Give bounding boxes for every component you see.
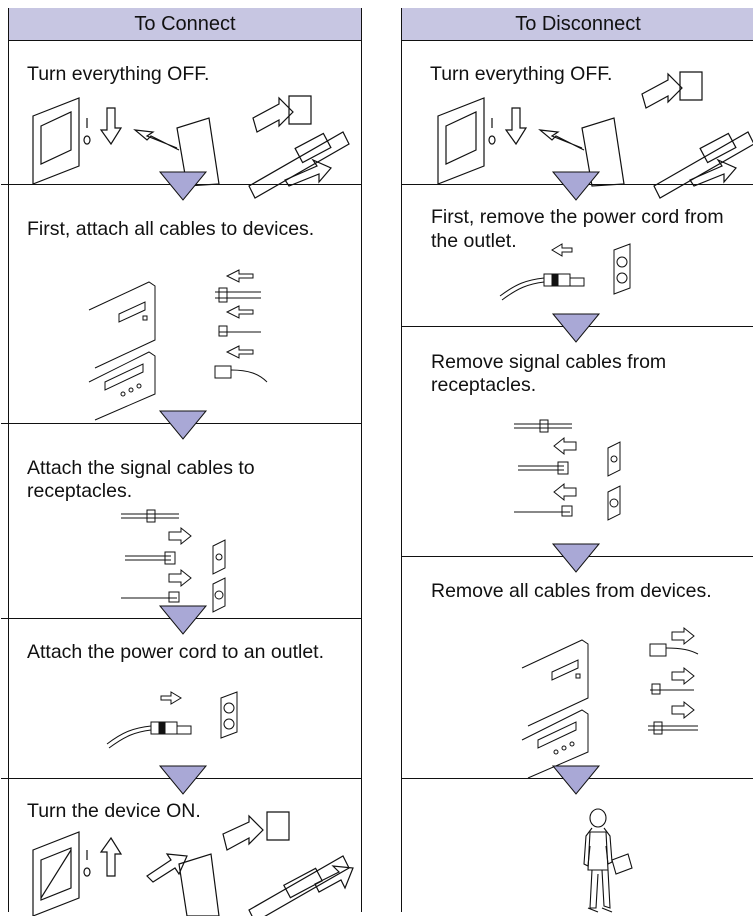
connect-step-2-text: First, attach all cables to devices. [27,218,315,240]
down-arrow-icon [551,171,601,201]
signal-cables-illustration [121,506,241,606]
down-arrow-icon [551,543,601,573]
switch-on-illustration [27,820,357,916]
disconnect-column: To Disconnect Turn everything OFF. First… [401,8,753,912]
down-arrow-icon [158,171,208,201]
disconnect-step-3-text-line2: receptacles. [431,374,537,396]
power-cord-illustration [107,692,257,762]
power-cord-illustration [500,244,650,304]
connect-header: To Connect [9,8,361,41]
disconnect-header: To Disconnect [402,8,753,41]
connect-step-3-text-line1: Attach the signal cables to [27,457,255,479]
down-arrow-icon [551,765,601,795]
disconnect-step-2-text-line1: First, remove the power cord from [431,206,724,228]
devices-cables-illustration [522,618,722,768]
down-arrow-icon [158,605,208,635]
connect-step-1-text: Turn everything OFF. [27,63,210,85]
devices-cables-illustration [89,270,289,420]
switch-off-illustration [432,76,753,176]
connect-column: To Connect Turn everything OFF. First, a… [1,8,362,912]
person-walking-away-icon [572,808,642,916]
disconnect-step-2-text-line2: the outlet. [431,230,517,252]
connect-step-3-text-line2: receptacles. [27,480,133,502]
signal-cables-illustration [514,416,634,526]
connect-step-5-text: Turn the device ON. [27,800,201,822]
down-arrow-icon [551,313,601,343]
connect-step-4-text: Attach the power cord to an outlet. [27,641,325,663]
disconnect-step-3-text-line1: Remove signal cables from [431,351,667,373]
down-arrow-icon [158,410,208,440]
down-arrow-icon [158,765,208,795]
disconnect-step-1-text: Turn everything OFF. [430,63,613,85]
disconnect-step-4-text: Remove all cables from devices. [431,580,712,602]
